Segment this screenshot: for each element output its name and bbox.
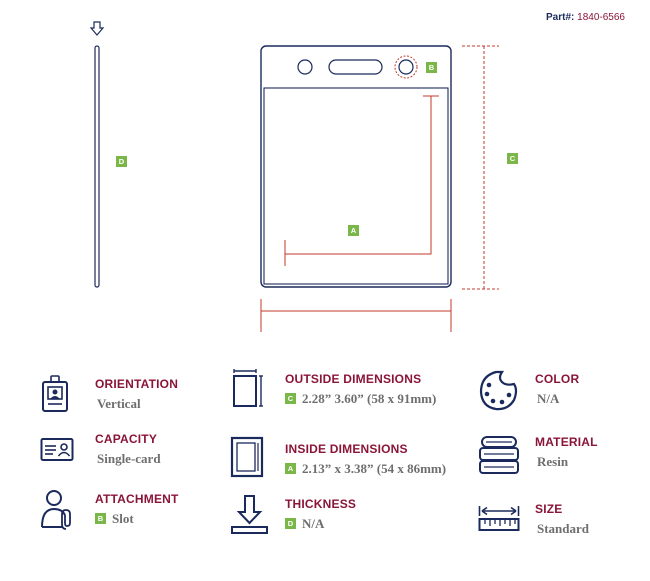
punch-hole-left bbox=[297, 59, 313, 75]
attachment-title: ATTACHMENT bbox=[95, 492, 179, 506]
side-profile bbox=[94, 45, 100, 288]
dimension-badge-b: B bbox=[426, 62, 437, 73]
thickness-title: THICKNESS bbox=[285, 497, 357, 511]
orientation-title: ORIENTATION bbox=[95, 377, 179, 391]
inside-dimensions-value: A 2.13” x 3.38” (54 x 86mm) bbox=[285, 461, 446, 477]
thickness-badge: D bbox=[285, 518, 296, 529]
material-title: MATERIAL bbox=[535, 435, 598, 449]
inside-dimensions-text: 2.13” x 3.38” (54 x 86mm) bbox=[302, 461, 447, 476]
size-title: SIZE bbox=[535, 502, 563, 516]
dimension-badge-d: D bbox=[116, 156, 127, 167]
part-number-label: Part#: bbox=[546, 12, 575, 23]
outside-dimensions-badge: C bbox=[285, 393, 296, 404]
material-value: Resin bbox=[537, 454, 569, 469]
attachment-value-text: Slot bbox=[112, 511, 134, 526]
capacity-title: CAPACITY bbox=[95, 432, 158, 446]
part-number: Part#: 1840-6566 bbox=[546, 12, 625, 23]
outside-dimensions-title: OUTSIDE DIMENSIONS bbox=[285, 372, 422, 386]
color-value: N/A bbox=[537, 391, 560, 406]
card-pocket bbox=[263, 87, 449, 285]
dimension-badge-c: C bbox=[507, 153, 518, 164]
slot-hole bbox=[328, 59, 383, 75]
part-number-value: 1840-6566 bbox=[577, 12, 625, 23]
front-view-drawing bbox=[255, 40, 505, 335]
outside-dimensions-value: C 2.28” 3.60” (58 x 91mm) bbox=[285, 391, 436, 407]
user-clip-icon bbox=[40, 489, 78, 531]
inside-dimensions-badge: A bbox=[285, 463, 296, 474]
capacity-value: Single-card bbox=[97, 451, 161, 466]
thickness-icon bbox=[230, 494, 270, 536]
outside-dimensions-icon bbox=[230, 368, 266, 410]
dimension-badge-a: A bbox=[348, 225, 359, 236]
inside-dimensions-icon bbox=[230, 436, 266, 478]
side-view-drawing bbox=[88, 20, 108, 290]
holder-outline bbox=[260, 45, 452, 288]
id-card-icon bbox=[40, 437, 74, 463]
outside-dimensions-text: 2.28” 3.60” (58 x 91mm) bbox=[302, 391, 437, 406]
inside-dimensions-title: INSIDE DIMENSIONS bbox=[285, 442, 408, 456]
color-palette-icon bbox=[478, 368, 520, 412]
size-value: Standard bbox=[537, 521, 590, 536]
material-stack-icon bbox=[478, 435, 520, 475]
punch-hole-right-highlight bbox=[394, 55, 418, 79]
down-arrow-icon bbox=[89, 21, 105, 36]
id-badge-vertical-icon bbox=[40, 375, 70, 413]
attachment-badge: B bbox=[95, 513, 106, 524]
punch-hole-right bbox=[398, 59, 414, 75]
orientation-value: Vertical bbox=[97, 396, 141, 411]
thickness-value: D N/A bbox=[285, 516, 324, 532]
ruler-size-icon bbox=[478, 505, 520, 533]
color-title: COLOR bbox=[535, 372, 580, 386]
attachment-value: B Slot bbox=[95, 511, 134, 527]
thickness-value-text: N/A bbox=[302, 516, 325, 531]
